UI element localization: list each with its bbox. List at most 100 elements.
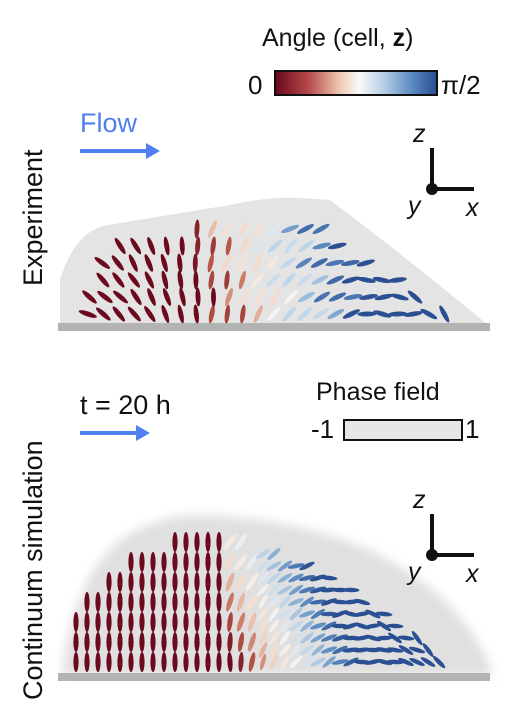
cell-ellipse: [288, 584, 304, 596]
cell-ellipse: [267, 596, 281, 608]
cell-ellipse: [128, 612, 134, 632]
cell-ellipse: [312, 223, 330, 235]
cell-ellipse: [238, 652, 244, 672]
cell-ellipse: [73, 652, 79, 672]
cell-ellipse: [205, 532, 211, 552]
cell-ellipse: [311, 644, 325, 656]
cell-ellipse: [106, 572, 112, 592]
cell-ellipse: [220, 254, 232, 272]
cell-ellipse: [321, 621, 337, 631]
cell-ellipse: [356, 259, 375, 267]
cell-ellipse: [246, 573, 258, 591]
phase-field-bar: [343, 419, 463, 441]
cell-ellipse: [117, 612, 123, 632]
cell-ellipse: [298, 575, 316, 581]
cell-ellipse: [420, 657, 436, 667]
cell-ellipse: [298, 239, 314, 253]
cell-ellipse: [309, 599, 327, 605]
cell-ellipse: [205, 632, 211, 652]
cell-ellipse: [183, 632, 189, 652]
cell-ellipse: [96, 272, 110, 288]
cell-ellipse: [328, 292, 347, 302]
cell-ellipse: [259, 630, 267, 646]
cell-ellipse: [386, 623, 404, 629]
cell-ellipse: [95, 652, 101, 672]
cell-ellipse: [268, 630, 280, 646]
cell-ellipse: [172, 532, 178, 552]
colorbar-title: Angle (cell, z): [262, 24, 413, 53]
cell-ellipse: [398, 645, 414, 655]
cell-ellipse: [280, 654, 290, 670]
cell-ellipse: [277, 573, 293, 583]
cell-ellipse: [374, 293, 394, 301]
cell-ellipse: [284, 238, 298, 254]
cell-ellipse: [259, 653, 267, 671]
cell-ellipse: [255, 288, 265, 306]
cell-ellipse: [147, 237, 156, 255]
cell-ellipse: [300, 620, 314, 632]
cell-ellipse: [216, 612, 222, 632]
cell-ellipse: [183, 652, 189, 672]
cell-ellipse: [432, 655, 446, 669]
cell-ellipse: [144, 271, 155, 289]
cell-ellipse: [210, 236, 216, 256]
cell-ellipse: [84, 612, 90, 632]
cell-ellipse: [172, 612, 178, 632]
cell-ellipse: [331, 659, 349, 665]
cell-ellipse: [84, 632, 90, 652]
cell-ellipse: [172, 632, 178, 652]
colorbar-min-label: 0: [248, 70, 263, 100]
cell-ellipse: [268, 606, 280, 622]
cell-ellipse: [282, 272, 296, 288]
experiment-cells: [78, 219, 450, 324]
cell-ellipse: [179, 236, 185, 256]
cell-ellipse: [240, 304, 246, 324]
cell-ellipse: [139, 652, 145, 672]
cell-ellipse: [205, 572, 211, 592]
cell-ellipse: [266, 255, 279, 271]
cell-ellipse: [177, 270, 184, 290]
colorbar-title-close: ): [405, 24, 414, 52]
cell-ellipse: [237, 632, 245, 652]
cell-ellipse: [284, 289, 298, 305]
cell-ellipse: [183, 552, 189, 572]
cell-ellipse: [397, 635, 415, 641]
cell-ellipse: [224, 304, 231, 324]
cell-ellipse: [278, 608, 292, 620]
time-label: t = 20 h: [80, 390, 171, 420]
cell-ellipse: [130, 288, 142, 306]
cell-ellipse: [225, 236, 232, 256]
cell-ellipse: [224, 270, 230, 290]
cell-ellipse: [194, 219, 200, 239]
cell-ellipse: [193, 304, 199, 324]
cell-ellipse: [208, 270, 215, 290]
cell-ellipse: [128, 632, 134, 652]
cell-ellipse: [238, 288, 251, 306]
cell-ellipse: [245, 553, 259, 571]
cell-ellipse: [95, 612, 101, 632]
cell-ellipse: [266, 273, 281, 287]
cell-ellipse: [113, 290, 128, 304]
cell-ellipse: [309, 586, 327, 594]
cell-ellipse: [279, 643, 291, 657]
cell-ellipse: [246, 593, 258, 611]
cell-ellipse: [177, 253, 183, 273]
axis-y-simulation: y: [408, 558, 421, 586]
cell-ellipse: [267, 572, 281, 584]
cell-ellipse: [267, 222, 282, 236]
cell-ellipse: [326, 275, 345, 285]
cell-ellipse: [235, 573, 247, 591]
cell-ellipse: [150, 632, 156, 652]
cell-ellipse: [266, 561, 282, 571]
cell-ellipse: [295, 257, 312, 269]
cell-ellipse: [267, 239, 283, 253]
axis-z-experiment: z: [413, 120, 426, 148]
cell-ellipse: [256, 583, 270, 597]
cell-ellipse: [299, 644, 315, 656]
cell-ellipse: [73, 632, 79, 652]
cell-ellipse: [268, 583, 280, 597]
cell-ellipse: [409, 658, 425, 666]
cell-ellipse: [357, 311, 377, 317]
cell-ellipse: [373, 310, 392, 318]
